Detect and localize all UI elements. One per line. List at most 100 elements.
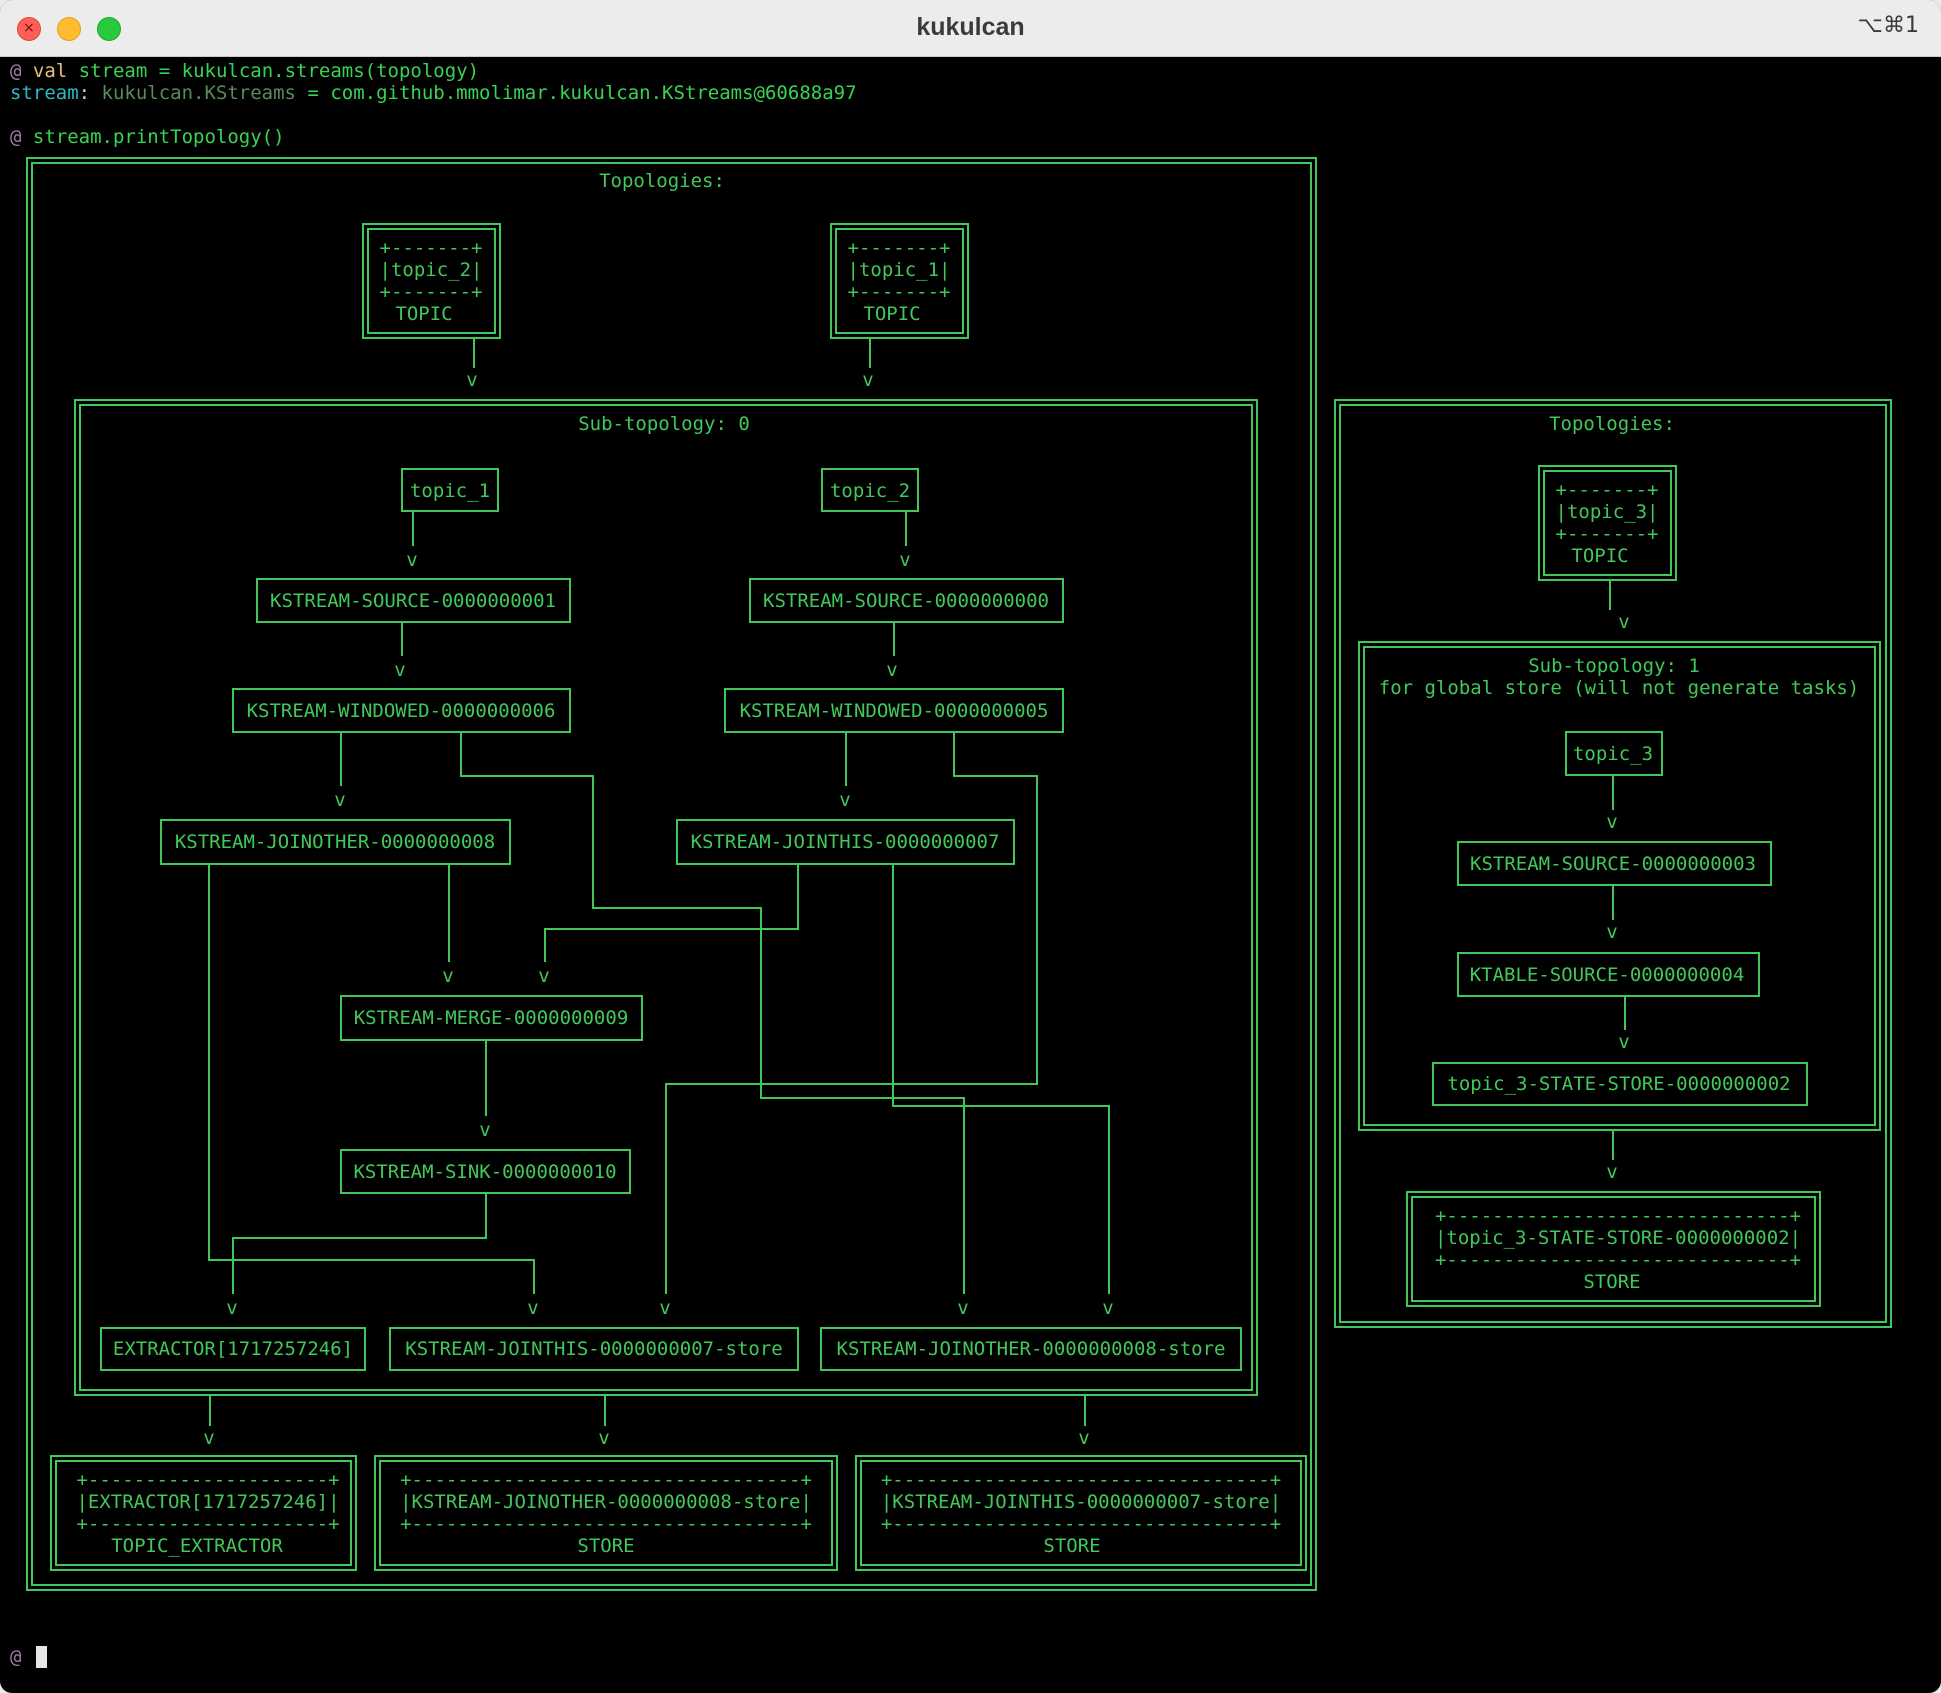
result-type: kukulcan.KStreams [90,82,296,104]
arrow-head: v [1618,1031,1629,1053]
command-line-1: @ val stream = kukulcan.streams(topology… [10,60,479,82]
arrow-head: v [466,369,477,391]
topic-2-name: |topic_2| [380,259,483,281]
output-joinother-name: |KSTREAM-JOINOTHER-0000000008-store| [400,1491,812,1513]
output-joinother-kind: STORE [577,1535,634,1557]
node-source-1: KSTREAM-SOURCE-0000000001 [270,590,556,612]
arrow-head: v [538,965,549,987]
output-state-store-kind: STORE [1583,1271,1640,1293]
close-button[interactable]: × [17,17,41,41]
arrow-head: v [442,965,453,987]
arrow-head: v [862,369,873,391]
subtopology-0-title: Sub-topology: 0 [578,413,750,435]
node-ktable-4: KTABLE-SOURCE-0000000004 [1470,964,1745,986]
node-source-0: KSTREAM-SOURCE-0000000000 [763,590,1049,612]
text-cursor[interactable] [36,1646,47,1668]
window-shortcut: ⌥⌘1 [1857,13,1919,38]
node-source-3: KSTREAM-SOURCE-0000000003 [1470,853,1756,875]
output-extractor-name: |EXTRACTOR[1717257246]| [76,1491,339,1513]
node-windowed-5: KSTREAM-WINDOWED-0000000005 [740,700,1049,722]
node-state-store-2: topic_3-STATE-STORE-0000000002 [1447,1073,1790,1095]
arrow-head: v [406,549,417,571]
arrow-head: v [527,1297,538,1319]
arrow-head: v [226,1297,237,1319]
output-jointhis-ascii-bottom: +---------------------------------+ [881,1513,1281,1535]
input-prompt-line[interactable]: @ [10,1646,21,1668]
arrow-head: v [839,789,850,811]
node-joinother-store: KSTREAM-JOINOTHER-0000000008-store [837,1338,1226,1360]
command-text: stream = kukulcan.streams(topology) [67,60,480,82]
prompt-symbol: @ [10,1646,22,1668]
node-windowed-6: KSTREAM-WINDOWED-0000000006 [247,700,556,722]
zoom-button[interactable] [97,17,121,41]
subtopology-1-title: Sub-topology: 1 [1528,655,1700,677]
topic-2-kind: TOPIC [395,303,452,325]
arrow-head: v [659,1297,670,1319]
arrow-head: v [1102,1297,1113,1319]
output-jointhis-name: |KSTREAM-JOINTHIS-0000000007-store| [881,1491,1281,1513]
node-topic-1: topic_1 [410,480,490,502]
output-joinother-ascii-bottom: +----------------------------------+ [400,1513,812,1535]
arrow-head: v [1606,811,1617,833]
output-state-store-ascii-top: +------------------------------+ [1435,1205,1801,1227]
window-title: kukulcan [916,13,1025,41]
arrow-head: v [203,1427,214,1449]
arrow-head: v [479,1119,490,1141]
arrow-head: v [1606,921,1617,943]
topic-3-name: |topic_3| [1556,501,1659,523]
main-topology-border-inner [31,162,1312,1586]
prompt-symbol: @ [10,126,22,148]
keyword-val: val [32,60,68,82]
command-line-2: @ stream.printTopology() [10,126,285,148]
topic-1-name: |topic_1| [848,259,951,281]
output-state-store-ascii-bottom: +------------------------------+ [1435,1249,1801,1271]
minimize-button[interactable] [57,17,81,41]
topic-2-ascii-bottom: +-------+ [380,281,483,303]
global-topology-title: Topologies: [1549,413,1675,435]
topic-1-ascii-bottom: +-------+ [848,281,951,303]
topic-1-kind: TOPIC [863,303,920,325]
node-merge-9: KSTREAM-MERGE-0000000009 [354,1007,629,1029]
output-extractor-ascii-top: +---------------------+ [76,1469,339,1491]
main-topology-border-outer [26,157,1317,1591]
result-colon: : [78,82,91,104]
close-icon: × [23,20,35,36]
arrow-head: v [394,659,405,681]
arrow-head: v [886,659,897,681]
arrow-head: v [598,1427,609,1449]
output-extractor-ascii-bottom: +---------------------+ [76,1513,339,1535]
output-extractor-kind: TOPIC_EXTRACTOR [111,1535,283,1557]
arrow-head: v [957,1297,968,1319]
topic-2-ascii-top: +-------+ [380,237,483,259]
main-topology-title: Topologies: [599,170,725,192]
command-text: stream.printTopology() [32,126,285,148]
output-line-stream: stream: kukulcan.KStreams = com.github.m… [10,82,857,104]
node-jointhis-store: KSTREAM-JOINTHIS-0000000007-store [405,1338,783,1360]
topic-3-ascii-bottom: +-------+ [1556,523,1659,545]
arrow-head: v [899,549,910,571]
prompt-symbol: @ [10,60,22,82]
node-sink-10: KSTREAM-SINK-0000000010 [353,1161,616,1183]
title-bar: × kukulcan ⌥⌘1 [0,0,1941,57]
arrow-head: v [1618,611,1629,633]
output-state-store-name: |topic_3-STATE-STORE-0000000002| [1435,1227,1801,1249]
topic-3-kind: TOPIC [1571,545,1628,567]
topic-3-ascii-top: +-------+ [1556,479,1659,501]
arrow-head: v [334,789,345,811]
output-jointhis-ascii-top: +---------------------------------+ [881,1469,1281,1491]
output-joinother-ascii-top: +----------------------------------+ [400,1469,812,1491]
arrow-head: v [1078,1427,1089,1449]
output-jointhis-kind: STORE [1043,1535,1100,1557]
node-topic-2: topic_2 [830,480,910,502]
node-extractor: EXTRACTOR[1717257246] [113,1338,353,1360]
topic-1-ascii-top: +-------+ [848,237,951,259]
node-jointhis-7: KSTREAM-JOINTHIS-0000000007 [691,831,1000,853]
node-topic-3: topic_3 [1573,743,1653,765]
result-value: = com.github.mmolimar.kukulcan.KStreams@… [296,82,857,104]
result-name: stream [10,82,79,104]
subtopology-1-subtitle: for global store (will not generate task… [1379,677,1859,699]
arrow-head: v [1606,1161,1617,1183]
node-joinother-8: KSTREAM-JOINOTHER-0000000008 [175,831,495,853]
